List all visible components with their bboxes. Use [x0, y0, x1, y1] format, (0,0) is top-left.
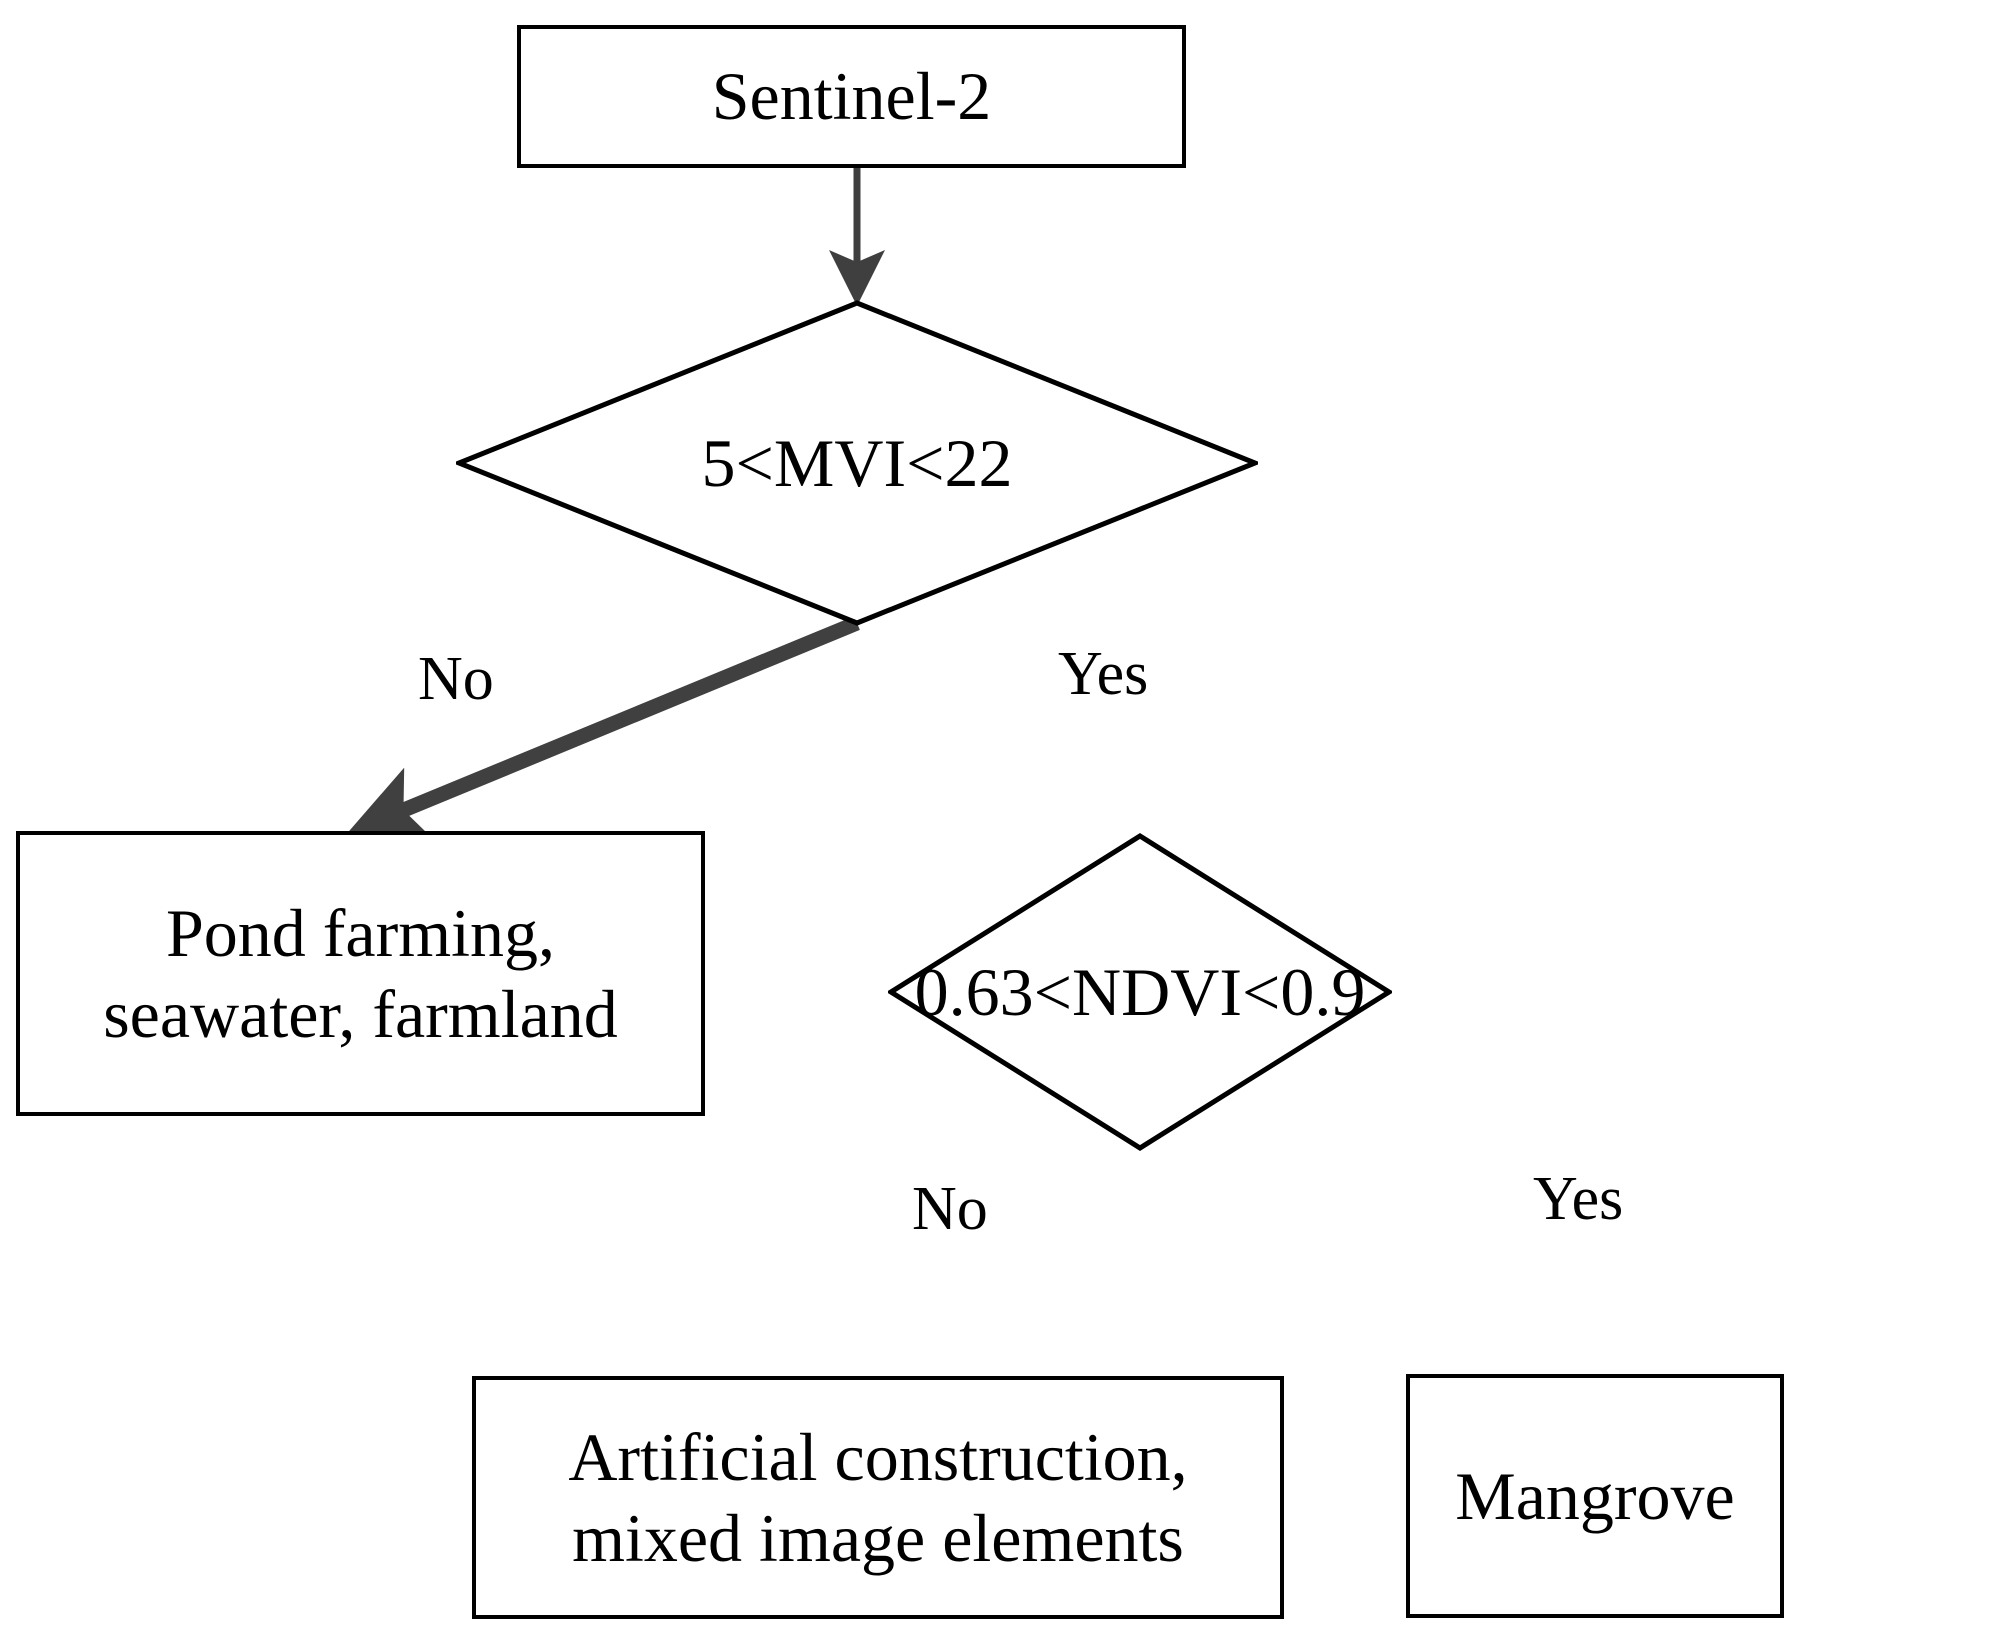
node-mvi-condition-label: 5<MVI<22: [701, 424, 1013, 501]
node-sentinel-2-label: Sentinel-2: [711, 58, 992, 135]
node-mangrove[interactable]: Mangrove: [1406, 1374, 1784, 1618]
node-artificial-construction[interactable]: Artificial construction, mixed image ele…: [472, 1376, 1284, 1619]
node-sentinel-2[interactable]: Sentinel-2: [517, 25, 1186, 168]
node-artificial-construction-label: Artificial construction, mixed image ele…: [568, 1419, 1188, 1576]
edge-label-ndvi-no: No: [912, 1175, 988, 1243]
edge-label-ndvi-yes: Yes: [1533, 1165, 1624, 1233]
edge-label-mvi-no: No: [418, 645, 494, 713]
node-mvi-condition[interactable]: 5<MVI<22: [456, 300, 1258, 626]
node-pond-farming-label: Pond farming, seawater, farmland: [103, 895, 618, 1052]
node-ndvi-condition-label: 0.63<NDVI<0.9: [914, 953, 1366, 1030]
diamond-outline-ndvi: [888, 833, 1392, 1151]
node-pond-farming[interactable]: Pond farming, seawater, farmland: [16, 831, 705, 1116]
node-mangrove-label: Mangrove: [1455, 1457, 1735, 1534]
edge-label-mvi-yes: Yes: [1058, 640, 1149, 708]
node-ndvi-condition[interactable]: 0.63<NDVI<0.9: [888, 833, 1392, 1151]
